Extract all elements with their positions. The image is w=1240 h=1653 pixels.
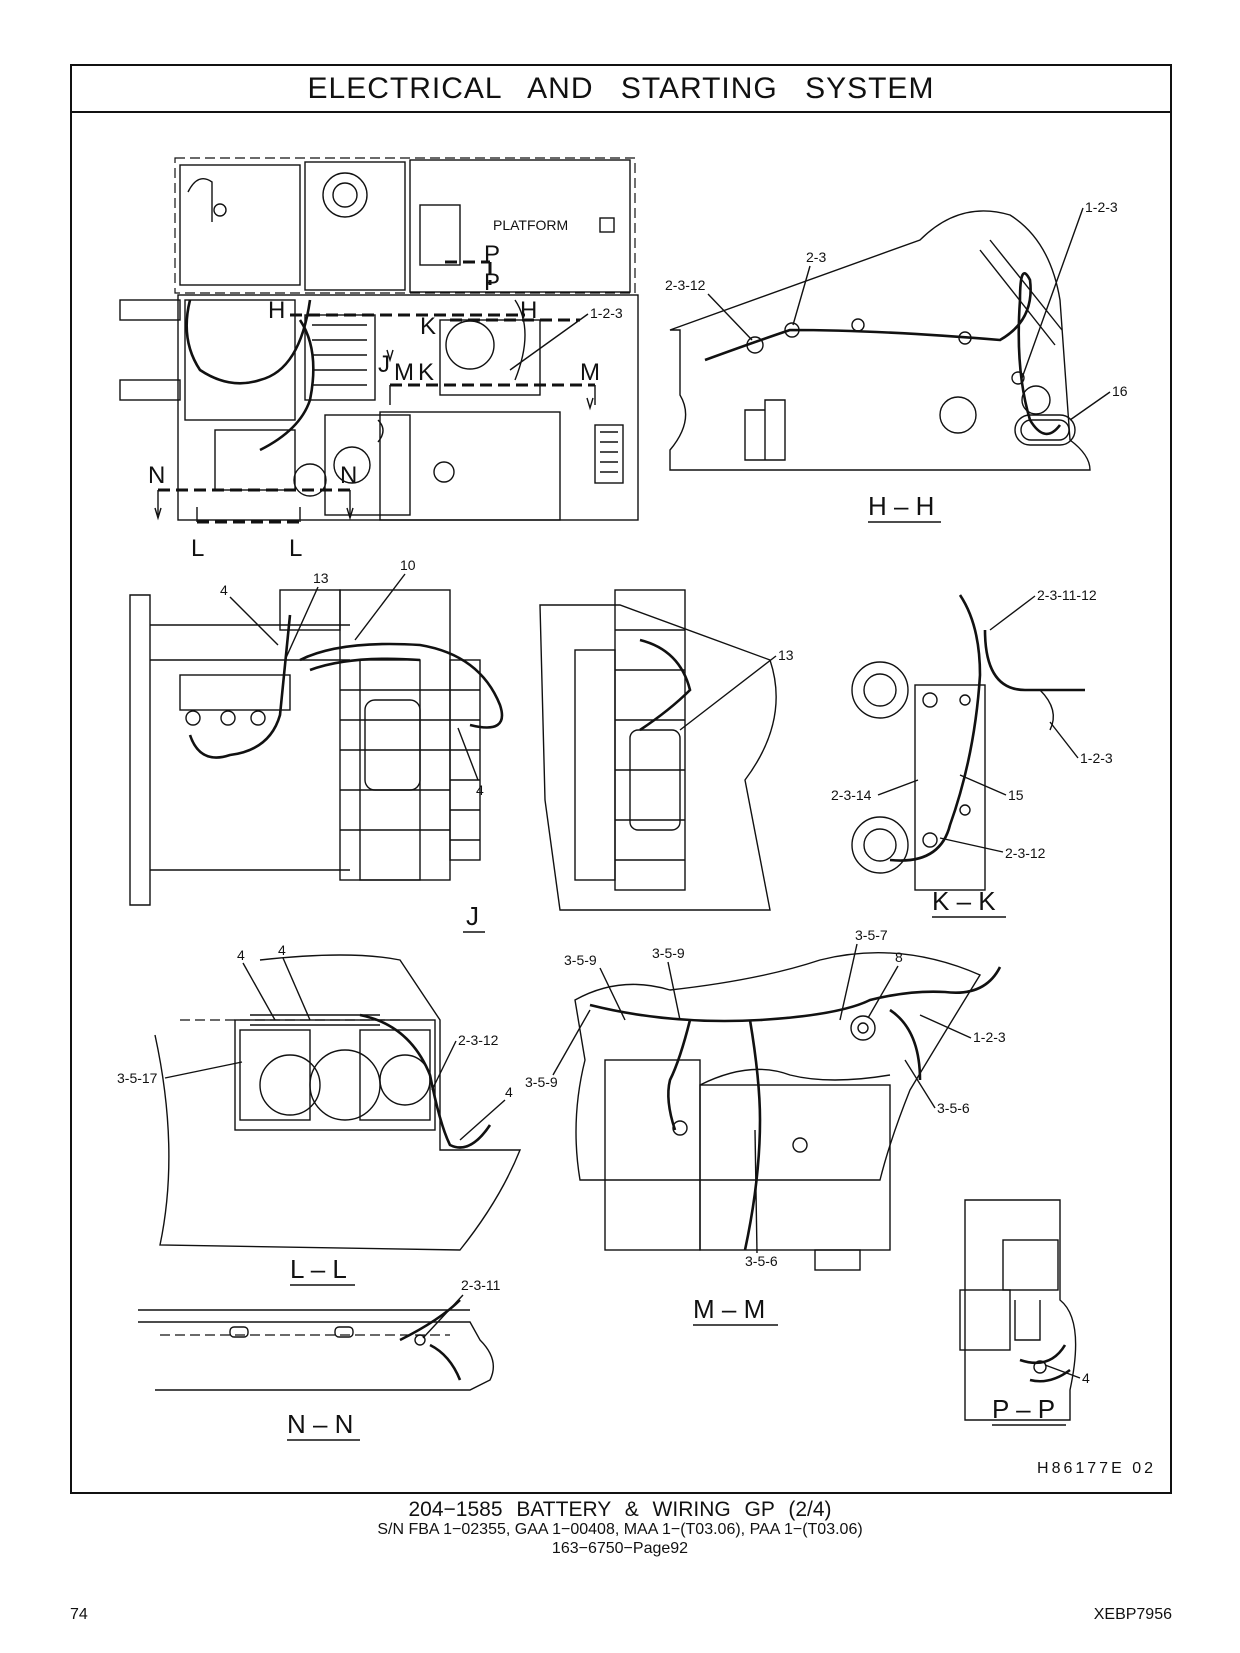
callout-ll-4-bottom: 4 [505, 1084, 513, 1100]
marker-h-left: H [268, 297, 285, 324]
drawing-id: H86177E 02 [1037, 1460, 1156, 1477]
footer-title: 204−1585 BATTERY & WIRING GP (2/4) [408, 1498, 832, 1521]
callout-ll-4-right: 4 [278, 942, 286, 958]
callout-mm-3-5-9-b: 3-5-9 [652, 945, 685, 961]
callout-kk-1-2-3: 1-2-3 [1080, 750, 1113, 766]
callout-ll-4-left: 4 [237, 947, 245, 963]
section-pp-title: P – P [992, 1394, 1055, 1424]
callout-mm-3-5-7: 3-5-7 [855, 927, 888, 943]
marker-k-upper: K [420, 313, 436, 340]
section-nn-title: N – N [287, 1409, 353, 1439]
callout-hh-2-3-12: 2-3-12 [665, 277, 706, 293]
section-j-title: J [466, 901, 479, 931]
page-number: 74 [70, 1606, 88, 1623]
callout-mm-3-5-9-a: 3-5-9 [564, 952, 597, 968]
callout-kk-2-3-14: 2-3-14 [831, 787, 872, 803]
callout-hh-1-2-3: 1-2-3 [1085, 199, 1118, 215]
marker-m-left: M [394, 359, 414, 386]
callout-hh-16: 16 [1112, 383, 1128, 399]
drawing-frame: ELECTRICAL AND STARTING SYSTEM [70, 64, 1172, 1494]
callout-kk-2-3-11-12: 2-3-11-12 [1037, 587, 1097, 603]
callout-mm-8: 8 [895, 949, 903, 965]
callout-j-4-bottom: 4 [476, 782, 484, 798]
footer-page-ref: 163−6750−Page92 [551, 1540, 689, 1557]
marker-p-upper: P [484, 241, 500, 268]
section-mm-title: M – M [693, 1294, 765, 1324]
callout-ll-3-5-17: 3-5-17 [117, 1070, 158, 1086]
callout-main-1-2-3: 1-2-3 [590, 305, 623, 321]
marker-n-left: N [148, 462, 165, 489]
main-plan-view: PLATFORM H H [119, 157, 639, 562]
callout-mm-3-5-6-bottom: 3-5-6 [745, 1253, 778, 1269]
marker-l-right: L [289, 535, 302, 562]
section-ll: 4 4 2-3-12 3-5-17 4 L – L [117, 942, 522, 1286]
callout-mm-3-5-6-right: 3-5-6 [937, 1100, 970, 1116]
page-title: ELECTRICAL AND STARTING SYSTEM [72, 66, 1170, 113]
section-pp: 4 P – P [959, 1199, 1090, 1426]
marker-p-lower: P [484, 269, 500, 296]
section-kk-title: K – K [932, 886, 996, 916]
section-j: 4 13 10 4 13 J [129, 557, 794, 933]
callout-j-4-top: 4 [220, 582, 228, 598]
section-nn: 2-3-11 N – N [138, 1277, 501, 1441]
marker-k-lower: K [418, 359, 434, 386]
callout-nn-2-3-11: 2-3-11 [461, 1277, 501, 1293]
marker-l-left: L [191, 535, 204, 562]
callout-ll-2-3-12: 2-3-12 [458, 1032, 499, 1048]
footer-serial-numbers: S/N FBA 1−02355, GAA 1−00408, MAA 1−(T03… [377, 1521, 863, 1538]
callout-mm-3-5-9-c: 3-5-9 [525, 1074, 558, 1090]
section-hh-title: H – H [868, 491, 934, 521]
marker-h-right: H [520, 297, 537, 324]
section-ll-title: L – L [290, 1254, 347, 1284]
callout-j-10: 10 [400, 557, 416, 573]
marker-m-right: M [580, 359, 600, 386]
callout-hh-2-3: 2-3 [806, 249, 826, 265]
marker-j: J [378, 351, 390, 378]
callout-pp-4: 4 [1082, 1370, 1090, 1386]
section-kk: 2-3-11-12 1-2-3 2-3-14 15 2-3-12 K – K [831, 587, 1113, 918]
callout-j-13: 13 [313, 570, 329, 586]
document-code: XEBP7956 [1093, 1606, 1172, 1623]
callout-kk-15: 15 [1008, 787, 1024, 803]
section-mm: 3-5-9 3-5-9 3-5-7 8 1-2-3 3-5-9 3-5-6 3-… [525, 927, 1006, 1326]
callout-mm-1-2-3: 1-2-3 [973, 1029, 1006, 1045]
section-hh: 1-2-3 2-3 2-3-12 16 H – H [665, 199, 1128, 523]
callout-kk-2-3-12: 2-3-12 [1005, 845, 1046, 861]
platform-label: PLATFORM [493, 217, 568, 233]
marker-n-right: N [340, 462, 357, 489]
callout-j-13-right: 13 [778, 647, 794, 663]
